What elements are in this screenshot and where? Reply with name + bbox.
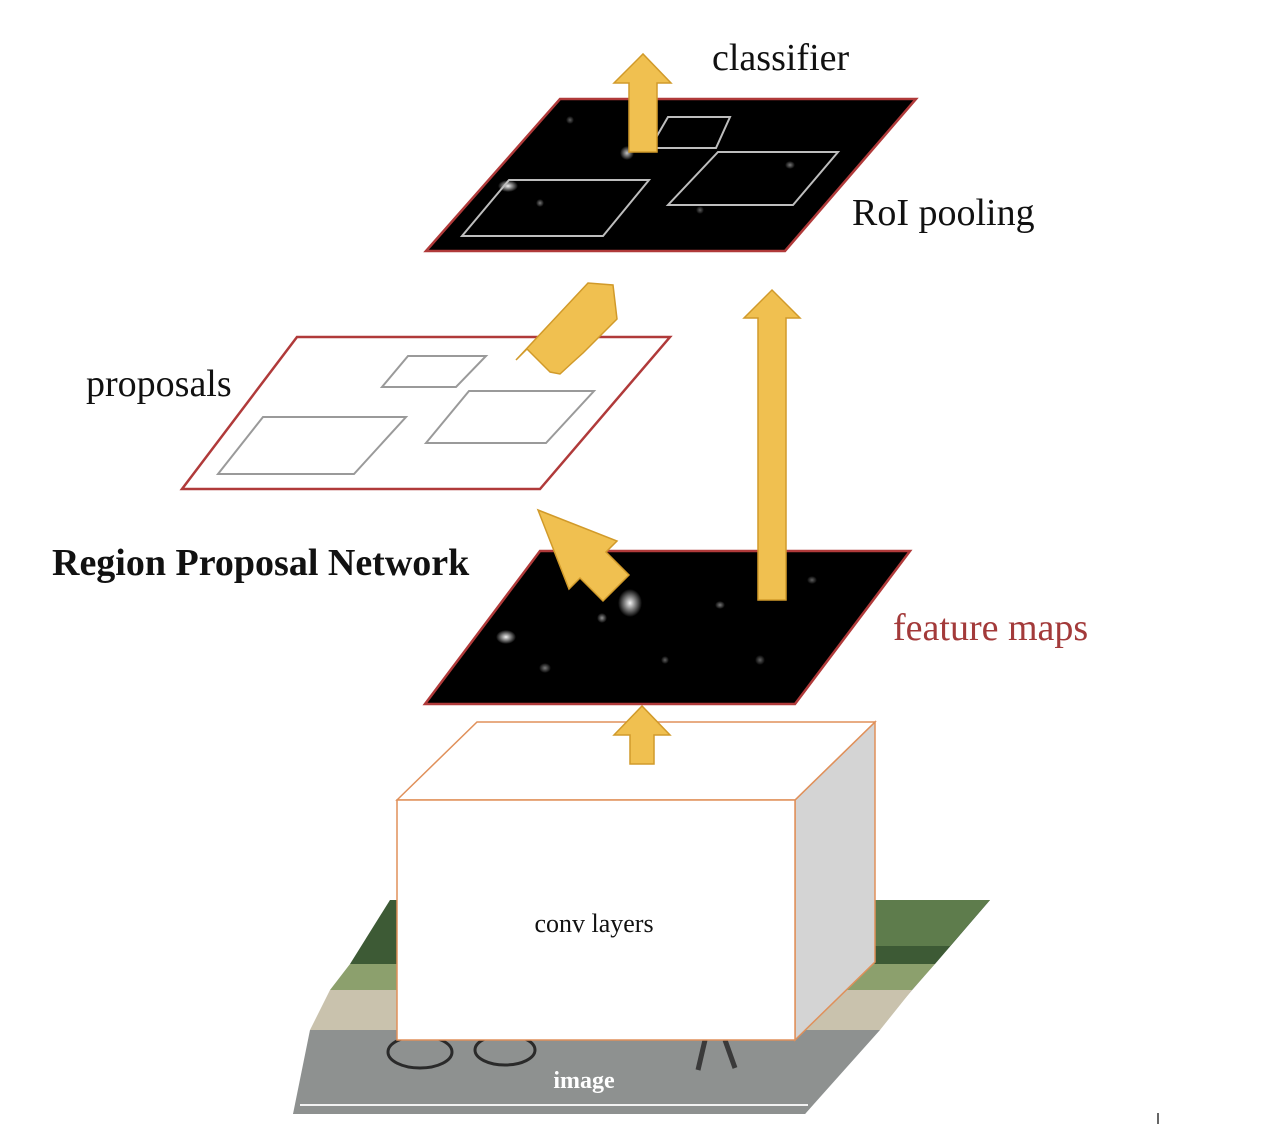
arrow-conv-to-feature-maps <box>612 704 672 765</box>
feature-maps-label: feature maps <box>893 607 1088 649</box>
roi-pooling-plane <box>423 97 919 253</box>
arrow-feature-maps-to-proposals <box>536 508 631 603</box>
person-shape <box>695 1039 738 1071</box>
conv-layers-box: conv layers <box>395 720 877 1042</box>
proposals-plane <box>179 335 673 491</box>
roi-pooling-label: RoI pooling <box>852 192 1035 234</box>
feature-maps-plane <box>422 549 913 706</box>
roi-activations <box>498 116 795 214</box>
arrow-roi-to-classifier <box>612 52 673 153</box>
conv-layers-label: conv layers <box>534 909 653 938</box>
rpn-label: Region Proposal Network <box>52 542 470 584</box>
proposal-boxes <box>215 355 597 475</box>
arrow-proposals-to-roi-pooling <box>515 282 618 375</box>
conv-box-front-face <box>396 799 796 1041</box>
proposals-label: proposals <box>86 363 232 405</box>
image-label: image <box>553 1068 615 1094</box>
feature-activations <box>496 576 817 673</box>
arrow-feature-maps-to-roi-pooling <box>742 288 802 601</box>
classifier-label: classifier <box>712 37 850 79</box>
